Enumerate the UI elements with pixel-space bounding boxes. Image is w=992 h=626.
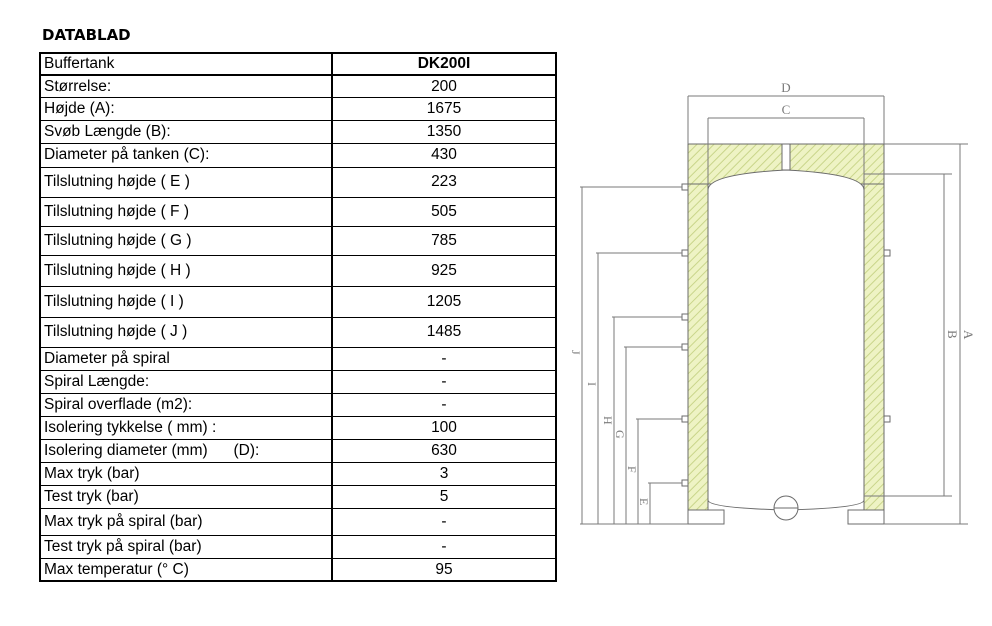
row-label: Størrelse: — [39, 74, 333, 98]
row-value: 1205 — [331, 285, 557, 318]
row-value: 630 — [331, 438, 557, 463]
table-row: Tilslutning højde ( I )1205 — [39, 285, 557, 318]
dim-label-b: B — [945, 330, 960, 339]
row-label: Isolering diameter (mm) (D): — [39, 438, 333, 463]
dim-label-f: F — [625, 466, 639, 473]
row-value: 1675 — [331, 96, 557, 121]
row-label: Spiral overflade (m2): — [39, 392, 333, 417]
row-value: DK200I — [331, 52, 557, 76]
table-row: Max temperatur (° C)95 — [39, 557, 557, 582]
row-label: Max tryk på spiral (bar) — [39, 507, 333, 536]
row-label: Tilslutning højde ( G ) — [39, 225, 333, 256]
dim-label-h: H — [601, 416, 615, 425]
table-row: Diameter på tanken (C):430 — [39, 142, 557, 168]
dim-label-g: G — [613, 430, 627, 439]
tank-diagram: D C A B J I H G F E — [569, 80, 976, 525]
row-label: Svøb Længde (B): — [39, 119, 333, 144]
table-row: Spiral overflade (m2):- — [39, 392, 557, 417]
table-row: Test tryk på spiral (bar)- — [39, 534, 557, 559]
row-value: 95 — [331, 557, 557, 582]
tank-foot-left — [687, 509, 725, 525]
table-row: Højde (A):1675 — [39, 96, 557, 121]
tank-foot-right — [847, 509, 885, 525]
dim-label-e: E — [637, 498, 651, 505]
dim-label-c: C — [782, 102, 791, 117]
row-label: Test tryk på spiral (bar) — [39, 534, 333, 559]
table-row: Tilslutning højde ( G )785 — [39, 225, 557, 256]
row-label: Tilslutning højde ( I ) — [39, 285, 333, 318]
top-connection — [781, 143, 791, 171]
table-row: Svøb Længde (B):1350 — [39, 119, 557, 144]
table-row: Tilslutning højde ( H )925 — [39, 254, 557, 287]
table-row: Tilslutning højde ( F )505 — [39, 196, 557, 227]
row-label: Test tryk (bar) — [39, 484, 333, 509]
row-value: 1485 — [331, 316, 557, 348]
row-value: 5 — [331, 484, 557, 509]
table-row: Spiral Længde:- — [39, 369, 557, 394]
table-row: Max tryk (bar)3 — [39, 461, 557, 486]
table-row: Max tryk på spiral (bar)- — [39, 507, 557, 536]
row-value: - — [331, 346, 557, 371]
row-label: Tilslutning højde ( H ) — [39, 254, 333, 287]
dim-label-a: A — [961, 330, 976, 340]
insulation-left — [687, 183, 709, 525]
tank-body — [707, 169, 865, 511]
row-label: Diameter på tanken (C): — [39, 142, 333, 168]
table-row: Tilslutning højde ( E )223 — [39, 166, 557, 198]
row-label: Tilslutning højde ( F ) — [39, 196, 333, 227]
row-label: Max tryk (bar) — [39, 461, 333, 486]
row-value: 200 — [331, 74, 557, 98]
row-value: - — [331, 534, 557, 559]
row-value: - — [331, 369, 557, 394]
row-value: - — [331, 392, 557, 417]
table-row: Test tryk (bar)5 — [39, 484, 557, 509]
dim-label-i: I — [585, 382, 599, 386]
dim-label-d: D — [781, 80, 790, 95]
page-heading: DATABLAD — [42, 26, 131, 44]
row-label: Isolering tykkelse ( mm) : — [39, 415, 333, 440]
table-row: Isolering tykkelse ( mm) :100 — [39, 415, 557, 440]
row-value: 100 — [331, 415, 557, 440]
table-row: Tilslutning højde ( J )1485 — [39, 316, 557, 348]
row-value: 1350 — [331, 119, 557, 144]
row-label: Højde (A): — [39, 96, 333, 121]
row-label: Max temperatur (° C) — [39, 557, 333, 582]
dim-label-j: J — [569, 350, 583, 355]
table-row: Isolering diameter (mm) (D):630 — [39, 438, 557, 463]
table-row: Størrelse:200 — [39, 74, 557, 98]
row-label: Diameter på spiral — [39, 346, 333, 371]
row-label: Spiral Længde: — [39, 369, 333, 394]
row-label: Buffertank — [39, 52, 333, 76]
row-value: 3 — [331, 461, 557, 486]
row-value: 925 — [331, 254, 557, 287]
insulation-right — [863, 183, 885, 525]
table-row: Diameter på spiral- — [39, 346, 557, 371]
row-label: Tilslutning højde ( E ) — [39, 166, 333, 198]
row-value: 505 — [331, 196, 557, 227]
row-label: Tilslutning højde ( J ) — [39, 316, 333, 348]
row-value: - — [331, 507, 557, 536]
row-value: 223 — [331, 166, 557, 198]
row-value: 430 — [331, 142, 557, 168]
row-value: 785 — [331, 225, 557, 256]
